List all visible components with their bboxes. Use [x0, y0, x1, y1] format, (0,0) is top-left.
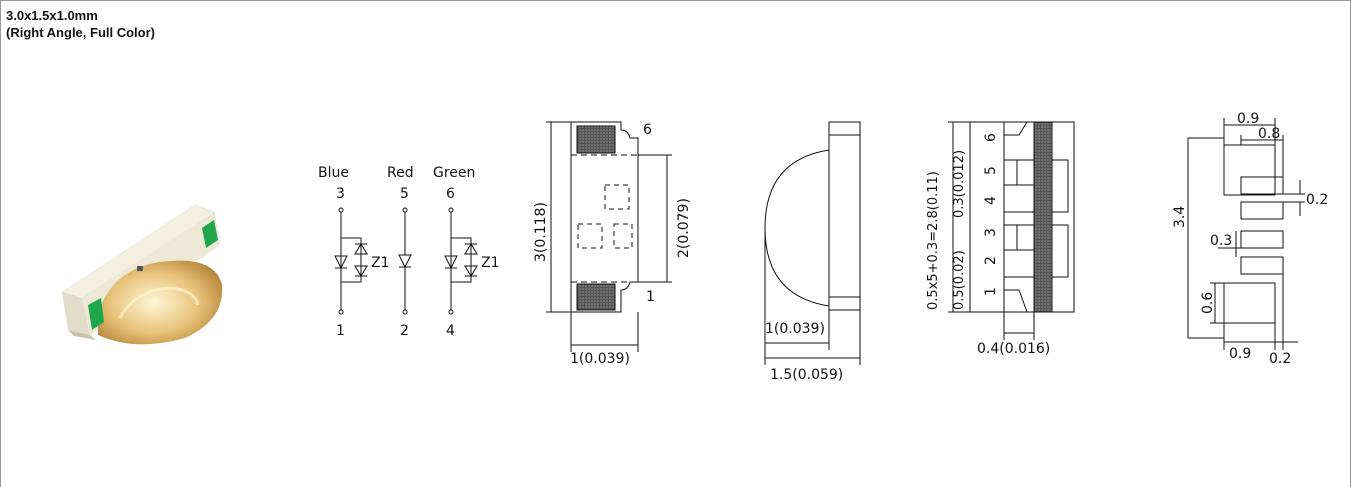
back-pin-4: 4: [983, 196, 999, 205]
frame-border-top: [0, 0, 1351, 1]
back-pitch-dim: 0.5x5+0.3=2.8(0.11): [926, 171, 941, 310]
blue-zener-label: Z1: [371, 255, 390, 271]
red-label: Red: [387, 165, 414, 181]
footprint-top-2: 0.8: [1258, 126, 1280, 142]
package-type-subtitle: (Right Angle, Full Color): [6, 25, 155, 40]
back-pin-6: 6: [983, 133, 999, 142]
blue-anode-pin: 3: [336, 186, 345, 202]
side-view: [764, 121, 861, 365]
footprint-labels: 0.9 0.8 3.4 0.2 0.3 0.6 0.9 0.2: [1172, 111, 1328, 367]
front-inner-dim: 2(0.079): [676, 198, 692, 258]
side-dim-1: 1(0.039): [765, 321, 825, 337]
back-view: [948, 121, 1075, 340]
footprint-height: 3.4: [1172, 206, 1188, 228]
footprint: [1187, 118, 1305, 350]
schematic-labels: Blue 3 1 Z1 Red 5 2 Green 6 4 Z1: [318, 165, 500, 339]
footprint-bottom-gap: 0.2: [1269, 351, 1291, 367]
back-pin-1: 1: [983, 287, 999, 296]
red-anode-pin: 5: [400, 186, 409, 202]
side-view-labels: 1(0.039) 1.5(0.059): [765, 321, 843, 383]
led-3d-render: [61, 204, 223, 345]
footprint-gap-right: 0.2: [1306, 192, 1328, 208]
front-pin-1: 1: [646, 289, 655, 305]
green-label: Green: [433, 165, 475, 181]
red-cathode-pin: 2: [400, 323, 409, 339]
footprint-top-1: 0.9: [1237, 111, 1259, 127]
front-view: [546, 121, 672, 352]
back-dim-a: 0.5(0.02): [952, 250, 967, 310]
green-zener-label: Z1: [481, 255, 500, 271]
front-height-dim: 3(0.118): [533, 202, 549, 262]
green-pad-right: [202, 220, 218, 248]
frame-border-left: [0, 0, 1, 487]
front-pin-6: 6: [643, 122, 652, 138]
footprint-bottom-w: 0.9: [1229, 346, 1251, 362]
back-pin-5: 5: [983, 166, 999, 175]
back-pin-2: 2: [983, 256, 999, 265]
front-view-labels: 6 1 3(0.118) 2(0.079) 1(0.039): [533, 122, 692, 367]
green-cathode-pin: 4: [446, 323, 455, 339]
led-schematic: [334, 207, 478, 315]
back-dim-b: 0.3(0.012): [952, 150, 967, 218]
front-width-dim: 1(0.039): [570, 351, 630, 367]
side-dim-2: 1.5(0.059): [770, 367, 843, 383]
green-anode-pin: 6: [446, 186, 455, 202]
back-view-labels: 0.5x5+0.3=2.8(0.11) 0.5(0.02) 0.3(0.012)…: [926, 133, 1050, 357]
blue-cathode-pin: 1: [336, 323, 345, 339]
back-pin-3: 3: [983, 228, 999, 237]
green-pad-left: [88, 298, 104, 330]
package-size-title: 3.0x1.5x1.0mm: [6, 8, 98, 23]
footprint-pad-height: 0.6: [1200, 292, 1216, 314]
footprint-pad-gap: 0.3: [1210, 233, 1232, 249]
blue-label: Blue: [318, 165, 349, 181]
back-bottom-dim: 0.4(0.016): [977, 341, 1050, 357]
